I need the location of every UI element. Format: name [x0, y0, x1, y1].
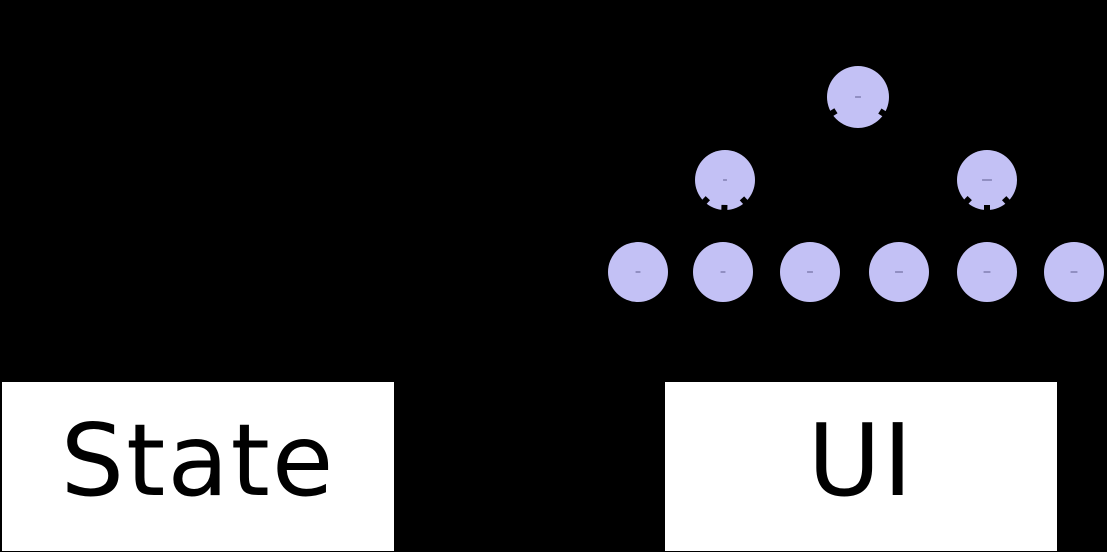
ui-label: UI: [807, 401, 915, 519]
tree-edge: [918, 195, 972, 251]
node-label-mark: [895, 271, 903, 273]
tree-edge: [878, 108, 962, 166]
tree-edge: [739, 196, 791, 251]
state-label-box: State: [2, 382, 394, 551]
node-label-mark: [983, 271, 991, 273]
tree-edge: [720, 204, 728, 241]
tree-edge: [1001, 196, 1055, 251]
node-label-mark: [635, 271, 641, 273]
node-label-mark: [982, 179, 992, 181]
node-label-mark: [1070, 271, 1078, 273]
tree-edge: [657, 196, 711, 251]
state-label: State: [60, 401, 336, 519]
ui-label-box: UI: [665, 382, 1057, 551]
node-label-mark: [723, 179, 727, 181]
tree-edge: [750, 108, 838, 166]
node-label-mark: [807, 271, 813, 273]
node-label-mark: [720, 271, 726, 273]
node-label-mark: [855, 96, 861, 98]
